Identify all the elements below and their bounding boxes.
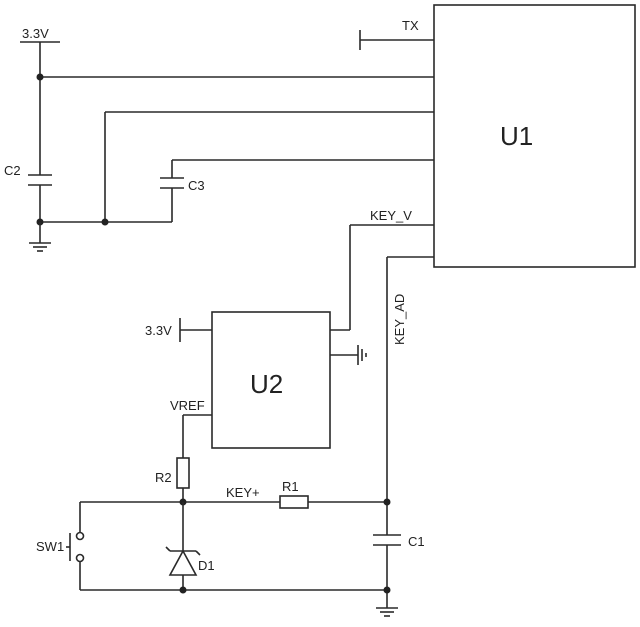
- r1-label: R1: [282, 479, 299, 494]
- c1-capacitor: C1: [373, 534, 425, 608]
- tx-pin: TX: [359, 18, 434, 50]
- supply-top: 3.3V: [20, 26, 434, 175]
- tx-label: TX: [402, 18, 419, 33]
- d1-diode: D1: [165, 502, 215, 590]
- junction-dot: [36, 73, 44, 81]
- u1-label: U1: [500, 121, 533, 151]
- u2-label: U2: [250, 369, 283, 399]
- c2-label: C2: [4, 163, 21, 178]
- supply-u2-label: 3.3V: [145, 323, 172, 338]
- vref-net: VREF R2: [155, 398, 212, 502]
- c3-label: C3: [188, 178, 205, 193]
- r2-resistor: [176, 457, 190, 489]
- u1-body: [433, 4, 636, 268]
- rail-two: [104, 111, 434, 222]
- u2-block: U2: [211, 311, 331, 449]
- u2-ground: [330, 345, 367, 365]
- key-plus-net: KEY+ R1: [80, 479, 391, 509]
- vref-label: VREF: [170, 398, 205, 413]
- junction-dot: [101, 218, 109, 226]
- key-v-label: KEY_V: [370, 208, 412, 223]
- r2-label: R2: [155, 470, 172, 485]
- c2-capacitor: C2: [4, 163, 52, 222]
- ground-icon: [29, 242, 51, 252]
- ground-icon: [357, 345, 367, 365]
- ground-icon: [376, 607, 398, 617]
- key-ad-net: KEY_AD: [386, 256, 434, 535]
- ground-bus-top: [29, 218, 172, 252]
- u1-block: U1: [433, 4, 636, 268]
- key-ad-label: KEY_AD: [392, 294, 407, 345]
- key-plus-label: KEY+: [226, 485, 260, 500]
- junction-dot: [383, 586, 391, 594]
- c3-capacitor: C3: [160, 159, 434, 222]
- sw1-label: SW1: [36, 539, 64, 554]
- supply-top-label: 3.3V: [22, 26, 49, 41]
- r1-resistor: [279, 495, 309, 509]
- sw1-switch: SW1: [36, 502, 85, 590]
- ground-bus-bottom: [80, 586, 398, 617]
- d1-label: D1: [198, 558, 215, 573]
- u2-body: [211, 311, 331, 449]
- key-v-net: KEY_V: [330, 208, 434, 331]
- supply-u2: 3.3V: [145, 318, 212, 342]
- junction-dot: [383, 498, 391, 506]
- junction-dot: [179, 586, 187, 594]
- c1-label: C1: [408, 534, 425, 549]
